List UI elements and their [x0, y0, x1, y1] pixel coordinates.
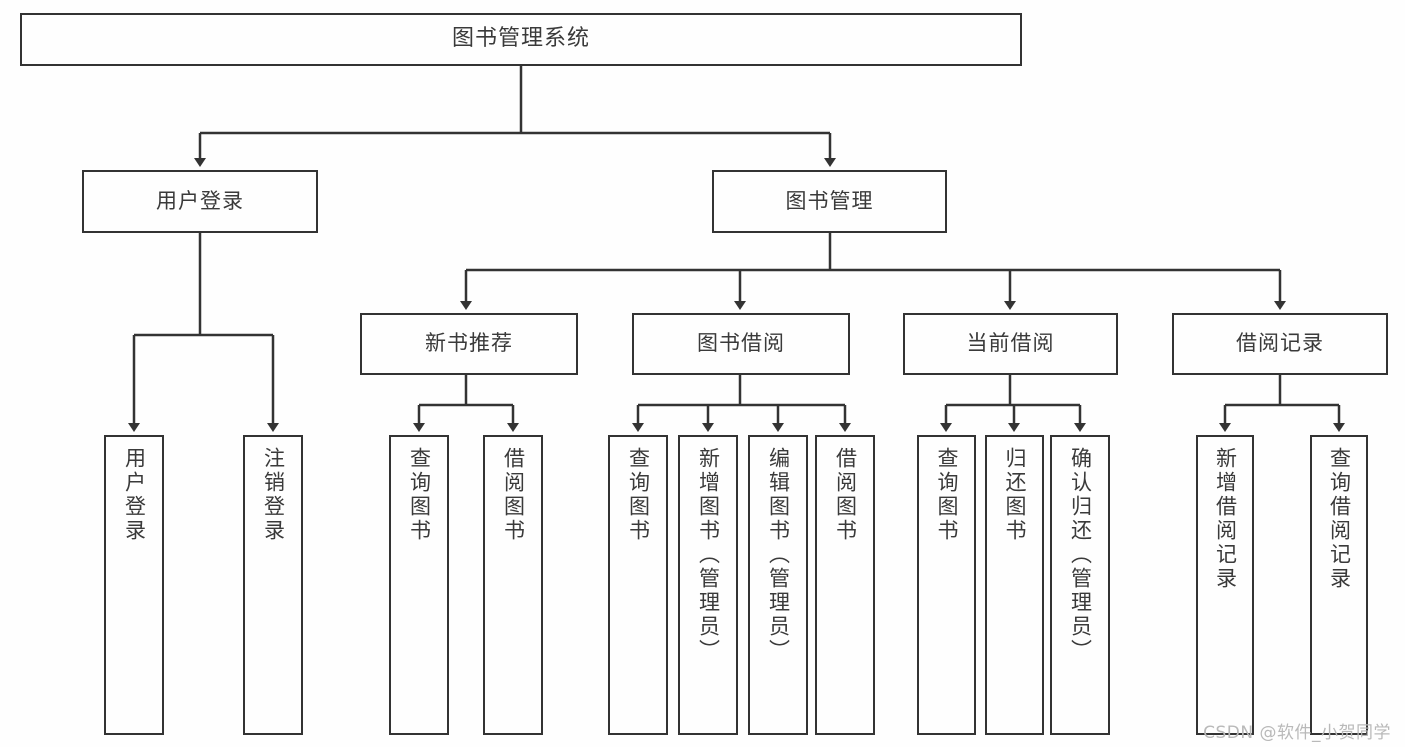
node-label: 借阅图书	[501, 447, 526, 543]
node-leaf-user-login[interactable]: 用户登录	[104, 435, 164, 735]
node-label: 用户登录	[156, 188, 244, 213]
node-label: 当前借阅	[966, 331, 1055, 356]
node-label: 查询借阅记录	[1327, 447, 1352, 591]
node-leaf-add-book[interactable]: 新增图书（管理员）	[678, 435, 738, 735]
node-leaf-edit-book[interactable]: 编辑图书（管理员）	[748, 435, 808, 735]
node-label: 注销登录	[261, 447, 286, 543]
node-current-borrow[interactable]: 当前借阅	[903, 313, 1118, 375]
node-label: 图书管理	[785, 188, 874, 213]
node-label: 查询图书	[407, 447, 432, 543]
node-leaf-query-record[interactable]: 查询借阅记录	[1310, 435, 1368, 735]
node-label: 图书管理系统	[451, 26, 590, 52]
node-label: 新增借阅记录	[1213, 447, 1238, 591]
node-new-book-rec[interactable]: 新书推荐	[360, 313, 578, 375]
node-user-login[interactable]: 用户登录	[82, 170, 318, 233]
node-label: 编辑图书（管理员）	[766, 447, 791, 663]
node-label: 新书推荐	[425, 331, 513, 356]
node-leaf-borrow-book-2[interactable]: 借阅图书	[815, 435, 875, 735]
node-leaf-query-book-2[interactable]: 查询图书	[608, 435, 668, 735]
node-book-borrow[interactable]: 图书借阅	[632, 313, 850, 375]
node-label: 归还图书	[1003, 447, 1027, 543]
node-root-system[interactable]: 图书管理系统	[20, 13, 1022, 66]
node-leaf-logout[interactable]: 注销登录	[243, 435, 303, 735]
node-borrow-record[interactable]: 借阅记录	[1172, 313, 1388, 375]
node-leaf-query-book-3[interactable]: 查询图书	[917, 435, 976, 735]
node-label: 借阅记录	[1236, 331, 1324, 356]
node-label: 图书借阅	[697, 331, 785, 356]
node-leaf-add-record[interactable]: 新增借阅记录	[1196, 435, 1254, 735]
node-label: 用户登录	[122, 447, 147, 543]
node-leaf-confirm-return[interactable]: 确认归还（管理员）	[1050, 435, 1110, 735]
node-leaf-borrow-book-1[interactable]: 借阅图书	[483, 435, 543, 735]
node-leaf-query-book-1[interactable]: 查询图书	[389, 435, 449, 735]
node-book-manage[interactable]: 图书管理	[712, 170, 947, 233]
node-label: 查询图书	[626, 447, 651, 543]
node-label: 新增图书（管理员）	[696, 447, 721, 663]
watermark-text: CSDN @软件_小贺同学	[1203, 723, 1391, 743]
node-label: 确认归还（管理员）	[1068, 447, 1093, 663]
node-label: 借阅图书	[833, 447, 858, 543]
node-leaf-return-book[interactable]: 归还图书	[985, 435, 1044, 735]
node-label: 查询图书	[935, 447, 959, 543]
